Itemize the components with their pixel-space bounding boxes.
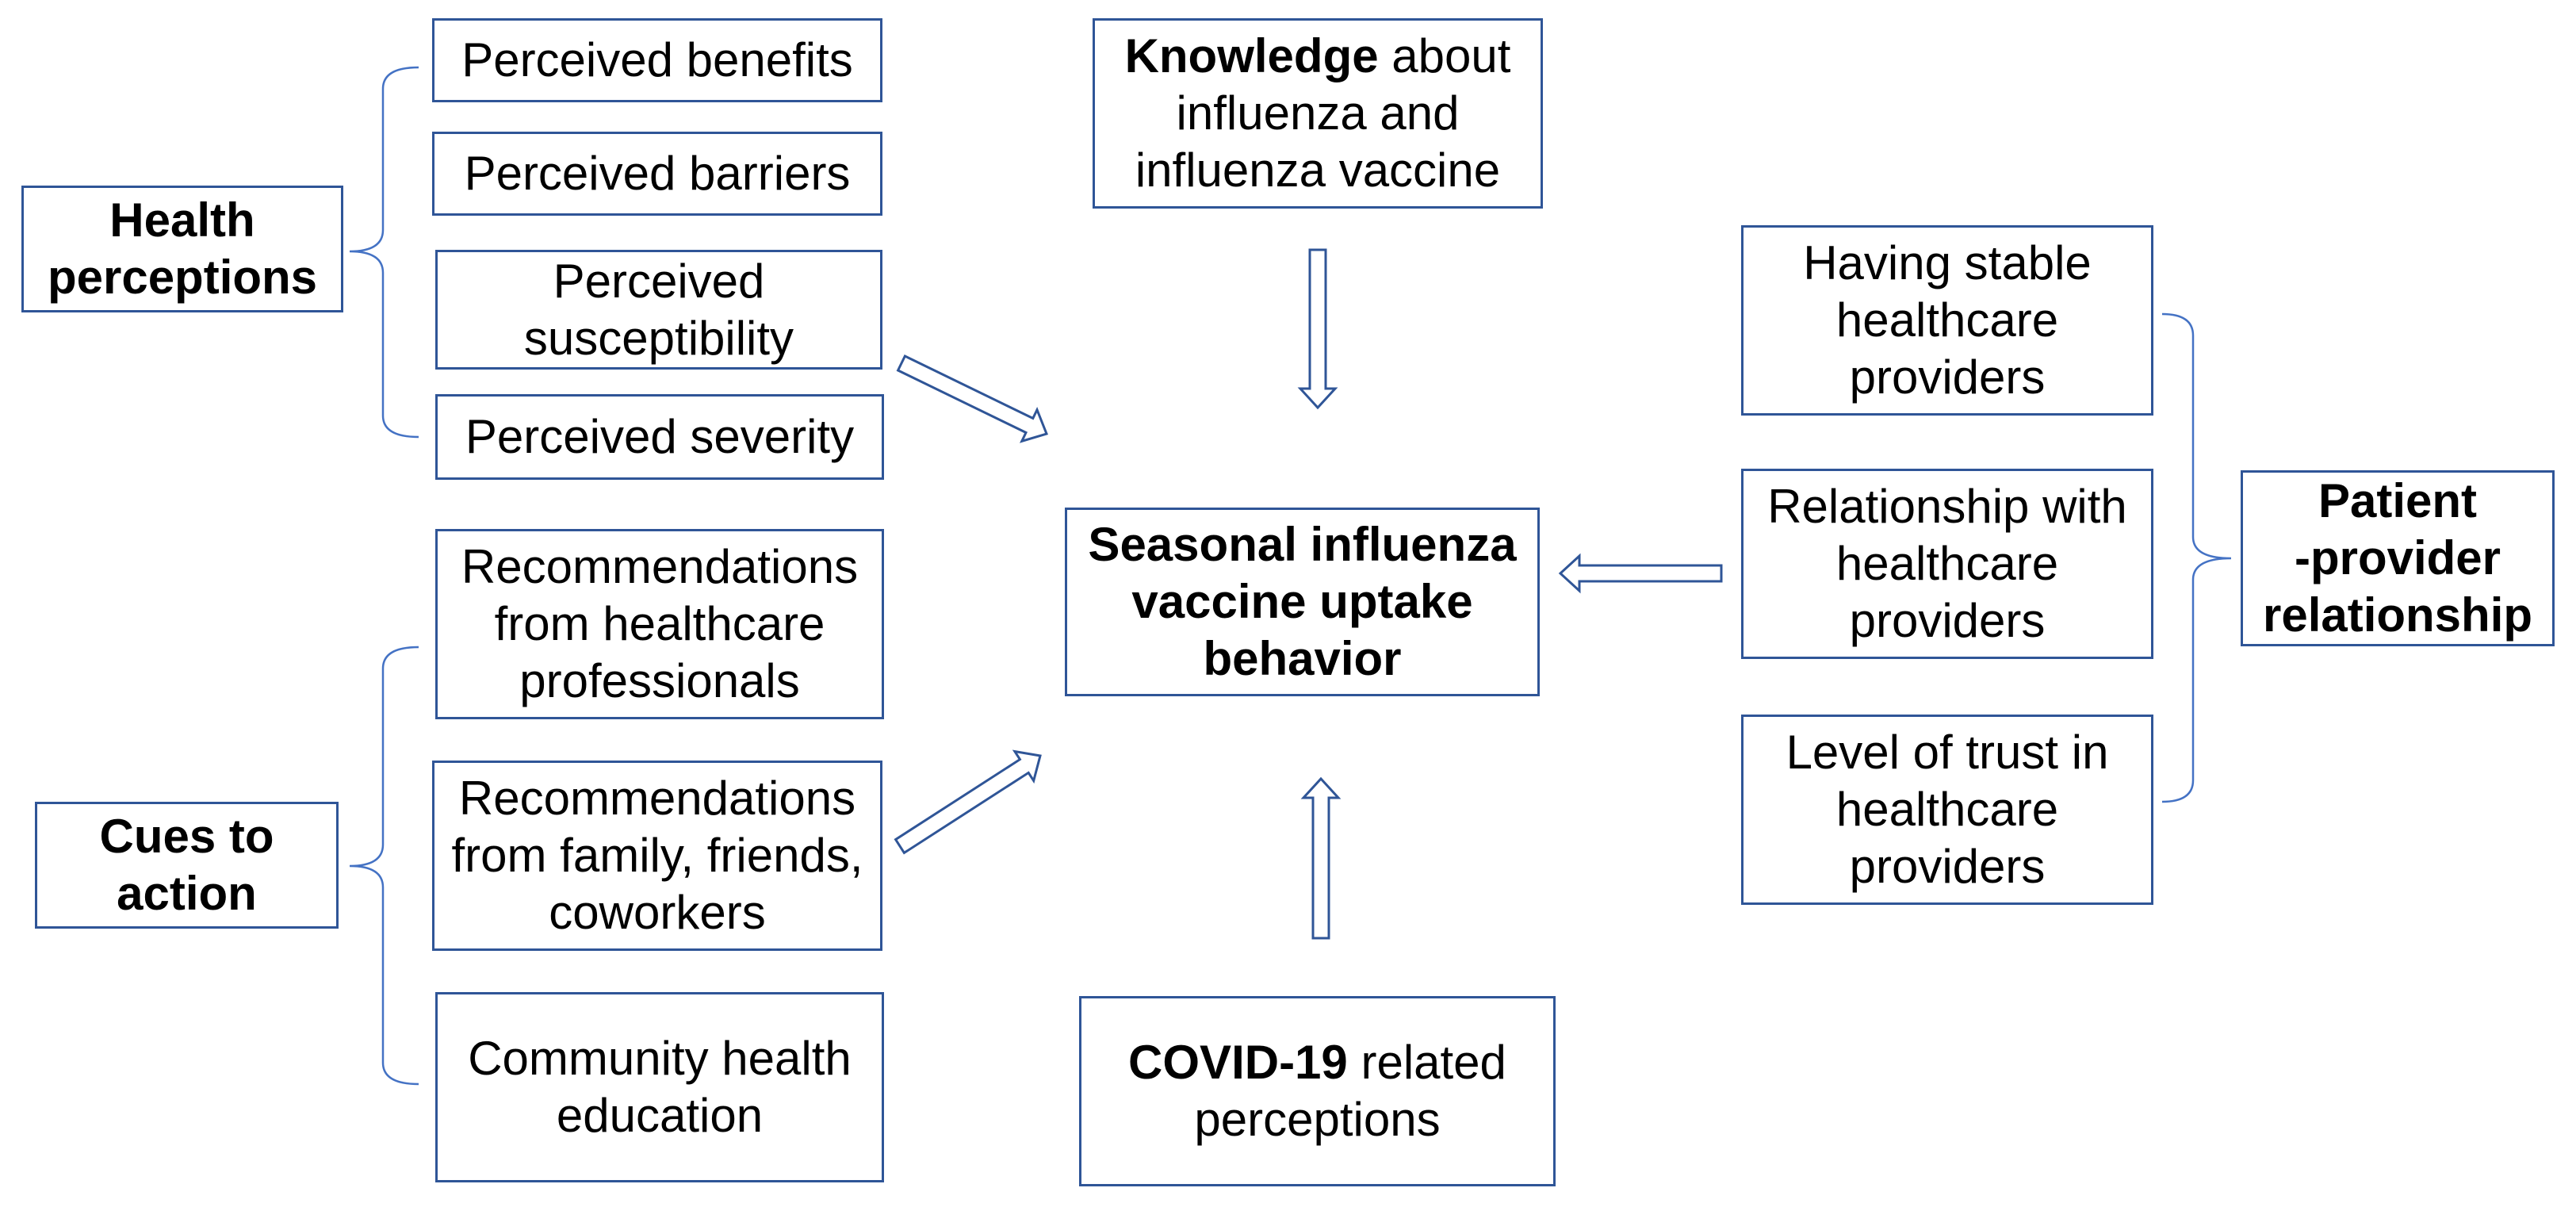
perceived-barriers-box: Perceived barriers — [432, 132, 882, 216]
health-perceptions-bracket — [349, 66, 419, 439]
patient-provider-bracket — [2161, 312, 2232, 803]
cues-to-action-box: Cues to action — [35, 802, 339, 929]
perceived-barriers-label: Perceived barriers — [464, 147, 851, 200]
recommendations-family-box: Recommendations from family, friends, co… — [432, 761, 882, 951]
vaccine-uptake-label: Seasonal influenza vaccine uptake behavi… — [1088, 518, 1517, 685]
knowledge-label-bold: Knowledge — [1124, 29, 1379, 82]
covid-perceptions-box: COVID-19 related perceptions — [1079, 996, 1556, 1186]
perceived-susceptibility-box: Perceived susceptibility — [435, 250, 882, 370]
vaccine-uptake-box: Seasonal influenza vaccine uptake behavi… — [1065, 508, 1540, 696]
covid-label-rest: related perceptions — [1194, 1036, 1506, 1146]
recommendations-family-label: Recommendations from family, friends, co… — [451, 772, 863, 939]
recommendations-healthcare-box: Recommendations from healthcare professi… — [435, 529, 884, 719]
arrow-knowledge-to-uptake — [1297, 248, 1338, 410]
perceived-severity-label: Perceived severity — [465, 410, 855, 463]
relationship-providers-label: Relationship with healthcare providers — [1767, 480, 2127, 647]
knowledge-box: Knowledge about influenza and influenza … — [1093, 18, 1543, 209]
arrow-cues-to-uptake — [894, 749, 1042, 855]
covid-perceptions-label: COVID-19 related perceptions — [1128, 1034, 1506, 1148]
health-perceptions-box: Health perceptions — [21, 186, 343, 312]
trust-providers-label: Level of trust in healthcare providers — [1786, 726, 2109, 893]
patient-provider-label: Patient -provider relationship — [2262, 474, 2533, 642]
cues-to-action-label: Cues to action — [99, 810, 274, 920]
perceived-benefits-box: Perceived benefits — [432, 18, 882, 102]
health-perceptions-label: Health perceptions — [47, 194, 318, 304]
cues-to-action-bracket — [349, 646, 419, 1086]
perceived-severity-box: Perceived severity — [435, 394, 884, 480]
community-health-education-box: Community health education — [435, 992, 884, 1182]
stable-providers-label: Having stable healthcare providers — [1803, 236, 2092, 404]
community-health-education-label: Community health education — [468, 1032, 852, 1142]
perceived-benefits-label: Perceived benefits — [461, 33, 853, 86]
patient-provider-box: Patient -provider relationship — [2241, 470, 2555, 646]
arrow-patient-provider-to-uptake — [1558, 553, 1723, 594]
covid-label-bold: COVID-19 — [1128, 1036, 1348, 1089]
stable-providers-box: Having stable healthcare providers — [1741, 225, 2153, 416]
knowledge-label-rest: about influenza and influenza vaccine — [1135, 29, 1511, 197]
trust-providers-box: Level of trust in healthcare providers — [1741, 715, 2153, 905]
knowledge-label: Knowledge about influenza and influenza … — [1125, 28, 1511, 199]
relationship-providers-box: Relationship with healthcare providers — [1741, 469, 2153, 659]
recommendations-healthcare-label: Recommendations from healthcare professi… — [461, 540, 859, 707]
perceived-susceptibility-label: Perceived susceptibility — [523, 254, 794, 365]
arrow-health-perceptions-to-uptake — [896, 354, 1048, 443]
arrow-covid-to-uptake — [1300, 776, 1342, 940]
